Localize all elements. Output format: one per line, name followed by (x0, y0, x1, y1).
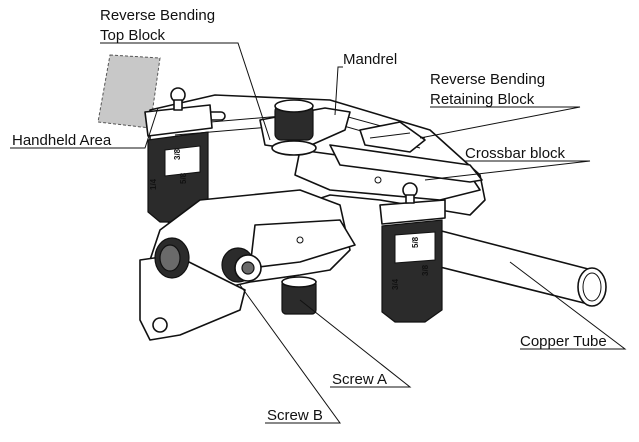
right-die-mark-3: 3/4 (391, 278, 400, 290)
label-copper-tube: Copper Tube (520, 333, 607, 350)
label-mandrel: Mandrel (343, 51, 397, 68)
label-crossbar-block: Crossbar block (465, 145, 566, 162)
left-die-mark-3: 1/4 (149, 178, 158, 190)
leader-lines (10, 42, 627, 424)
right-die-mark-1: 5/8 (411, 236, 420, 248)
copper-tube (419, 227, 607, 307)
right-die-mark-2: 3/8 (421, 264, 430, 276)
label-reverse-bending-top-block-line1: Reverse Bending (100, 7, 215, 24)
reverse-bending-retaining-block (359, 121, 426, 153)
left-die-mark-2: 5/8 (179, 172, 188, 184)
label-handheld-area: Handheld Area (12, 132, 112, 149)
label-screw-b: Screw B (267, 407, 323, 424)
label-reverse-bending-retaining-block-line1: Reverse Bending (430, 71, 545, 88)
handle-knob (154, 237, 190, 279)
label-screw-a: Screw A (332, 371, 387, 388)
labels: Reverse Bending Top Block Mandrel Revers… (12, 7, 607, 424)
screw-b-part (221, 247, 262, 283)
lower-body (139, 189, 356, 341)
left-die-mark-1: 3/8 (173, 148, 182, 160)
label-reverse-bending-retaining-block-line2: Retaining Block (430, 91, 535, 108)
crossbar-block (294, 144, 483, 201)
left-bending-die: 3/8 5/8 1/4 (144, 87, 213, 223)
label-reverse-bending-top-block-line2: Top Block (100, 27, 166, 44)
right-bending-die: 5/8 3/8 3/4 (379, 182, 446, 323)
mandrel (259, 99, 351, 156)
